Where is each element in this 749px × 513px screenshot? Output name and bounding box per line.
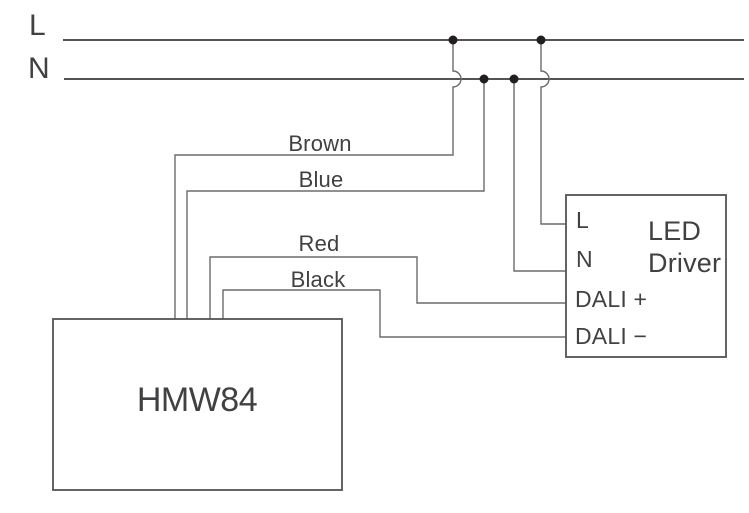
led-driver-title-line2: Driver — [648, 248, 721, 278]
led-driver-terminal-dali-minus: DALI − — [575, 323, 647, 349]
hmw84-box — [52, 318, 343, 491]
hmw84-label: HMW84 — [137, 381, 257, 419]
neutral-bus-label: N — [28, 52, 50, 85]
led-driver-terminal-live: L — [576, 207, 589, 233]
brown-wire — [174, 40, 462, 319]
junction-dot-live-2 — [536, 35, 546, 45]
blue-wire-label: Blue — [299, 167, 344, 192]
brown-wire-label: Brown — [288, 131, 351, 156]
junction-dot-neutral-1 — [479, 74, 489, 84]
red-wire — [209, 256, 566, 319]
led-driver-terminal-dali-plus: DALI + — [575, 286, 647, 312]
led-driver-box — [565, 194, 727, 358]
led-driver-title-line1: LED — [648, 216, 701, 246]
red-wire-label: Red — [299, 231, 340, 256]
led-driver-terminal-neutral: N — [576, 246, 593, 272]
live-feed-wire — [540, 40, 566, 225]
black-wire-label: Black — [291, 267, 347, 292]
junction-dot-neutral-2 — [509, 74, 519, 84]
live-bus-label: L — [29, 9, 46, 42]
neutral-feed-wire — [513, 79, 566, 272]
junction-dot-live-1 — [448, 35, 458, 45]
blue-wire — [186, 79, 485, 319]
black-wire — [222, 289, 566, 338]
